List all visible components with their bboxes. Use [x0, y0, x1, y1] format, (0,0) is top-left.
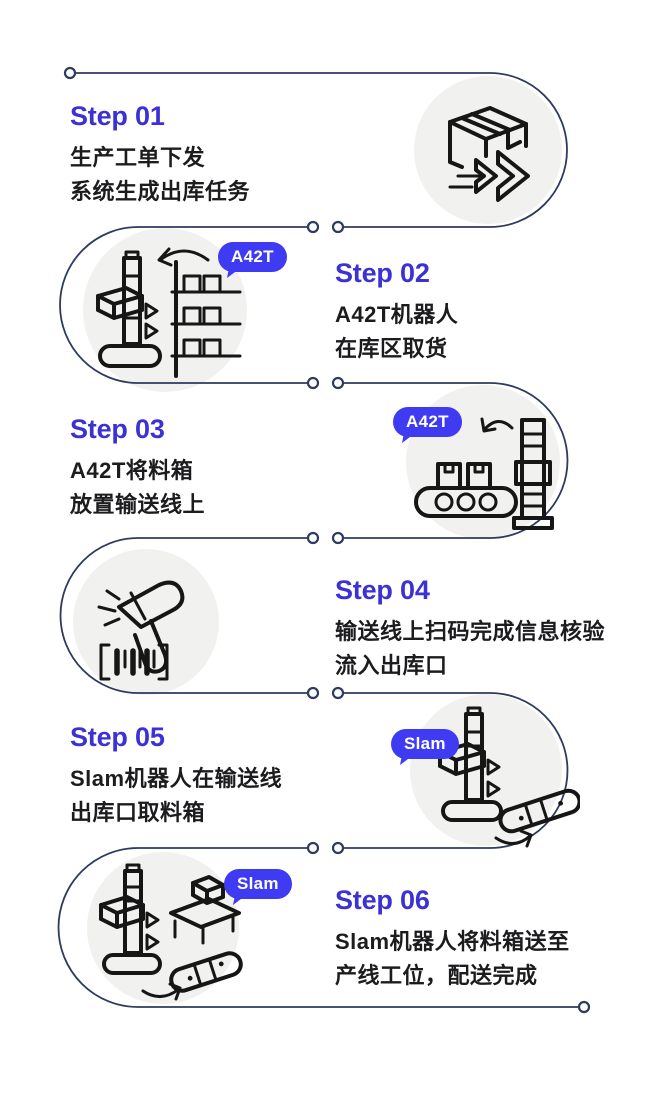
step-title: Step 04: [335, 575, 430, 605]
step-title: Step 01: [70, 101, 165, 131]
flow-node: [306, 376, 320, 390]
step-description-line: Slam机器人将料箱送至: [335, 929, 570, 954]
flow-node: [331, 686, 345, 700]
robot-model-badge: Slam: [224, 869, 292, 899]
step-06-text: Step 06 Slam机器人将料箱送至 产线工位，配送完成: [335, 885, 570, 993]
step-description-line: 在库区取货: [335, 336, 448, 361]
robot-model-badge: Slam: [391, 729, 459, 759]
badge-label: Slam: [237, 874, 279, 893]
badge-label: A42T: [231, 247, 274, 266]
flow-end-node: [577, 1000, 591, 1014]
badge-label: A42T: [406, 412, 449, 431]
step-description-line: 产线工位，配送完成: [335, 963, 538, 988]
step-03-text: Step 03 A42T将料箱 放置输送线上: [70, 414, 205, 522]
step-description-line: 放置输送线上: [70, 492, 206, 517]
step-title: Step 03: [70, 414, 165, 444]
flow-node: [331, 531, 345, 545]
badge-label: Slam: [404, 734, 446, 753]
step-description-line: Slam机器人在输送线: [70, 766, 283, 791]
flow-start-node: [63, 66, 77, 80]
flow-node: [331, 220, 345, 234]
flow-node: [306, 531, 320, 545]
step-05-text: Step 05 Slam机器人在输送线 出库口取料箱: [70, 722, 282, 830]
step-description-line: 生产工单下发: [70, 145, 206, 170]
step-description-line: A42T机器人: [335, 302, 459, 327]
step-description-line: 输送线上扫码完成信息核验: [335, 619, 606, 644]
step-title: Step 02: [335, 258, 430, 288]
step-description-line: 流入出库口: [335, 653, 448, 678]
step-04-text: Step 04 输送线上扫码完成信息核验 流入出库口: [335, 575, 605, 683]
step-02-text: Step 02 A42T机器人 在库区取货: [335, 258, 458, 366]
flow-node: [331, 376, 345, 390]
step-description-line: 出库口取料箱: [70, 800, 206, 825]
flow-node: [331, 841, 345, 855]
step-description-line: 系统生成出库任务: [70, 179, 251, 204]
robot-model-badge: A42T: [393, 407, 462, 437]
step-title: Step 05: [70, 722, 165, 752]
step-01-text: Step 01 生产工单下发 系统生成出库任务: [70, 101, 250, 209]
flow-node: [306, 686, 320, 700]
step-description-line: A42T将料箱: [70, 458, 194, 483]
step-title: Step 06: [335, 885, 430, 915]
barcode-scanner-icon: [97, 580, 185, 681]
slam-robot-conveyor-pick-icon: [438, 706, 580, 848]
flow-node: [306, 220, 320, 234]
flow-node: [306, 841, 320, 855]
package-dispatch-icon: [448, 106, 530, 202]
robot-model-badge: A42T: [218, 242, 287, 272]
